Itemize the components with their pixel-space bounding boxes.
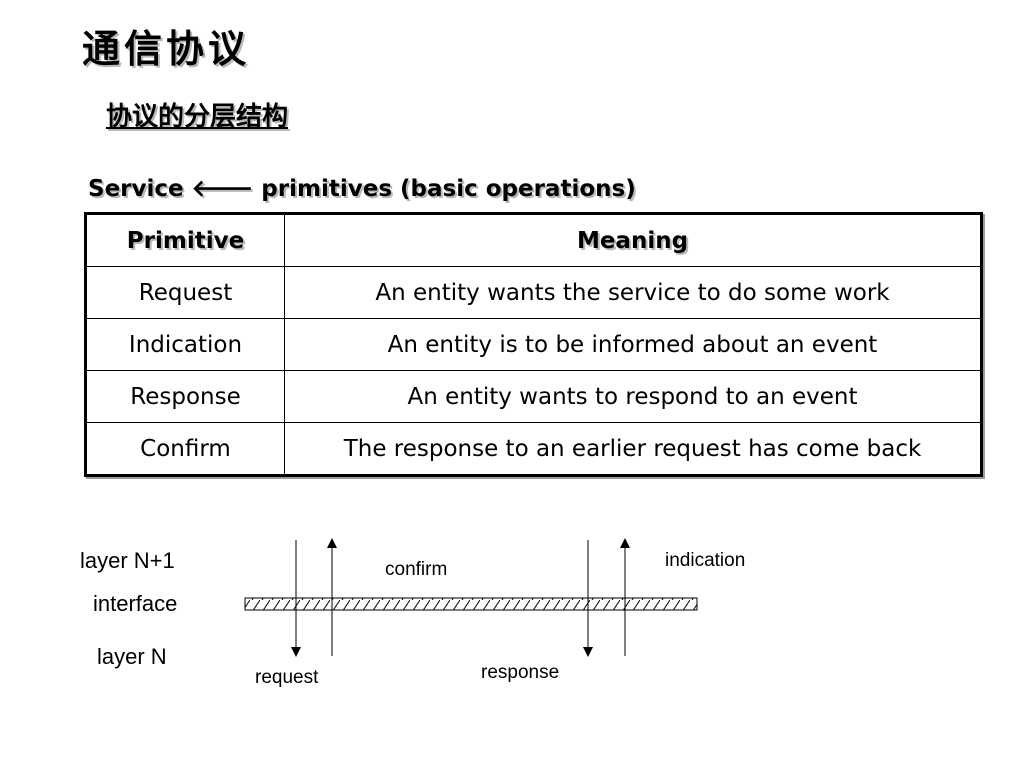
table-row: Response An entity wants to respond to a… — [85, 370, 982, 423]
indication-arrow — [620, 538, 630, 656]
primitive-cell: Indication — [85, 318, 285, 371]
confirm-arrow — [327, 538, 337, 656]
primitive-cell: Confirm — [85, 422, 285, 476]
primitives-table: Primitive Meaning Request An entity want… — [84, 212, 983, 477]
header-meaning: Meaning — [284, 213, 982, 267]
layer-lower-label: layer N — [97, 644, 167, 669]
layer-upper-label: layer N+1 — [80, 548, 175, 573]
primitive-cell: Request — [85, 266, 285, 319]
meaning-cell: The response to an earlier request has c… — [284, 422, 982, 476]
response-label: response — [481, 662, 559, 683]
indication-label: indication — [665, 550, 745, 571]
interface-bar — [244, 597, 698, 611]
meaning-cell: An entity wants the service to do some w… — [284, 266, 982, 319]
response-arrow — [583, 540, 593, 657]
table-caption: Service 🡐 primitives (basic operations) — [88, 176, 636, 202]
slide-subtitle: 协议的分层结构 — [106, 102, 289, 132]
slide-title: 通信协议 — [82, 26, 251, 71]
table-row: Confirm The response to an earlier reque… — [85, 422, 982, 476]
request-arrow — [291, 540, 301, 657]
table-row: Request An entity wants the service to d… — [85, 266, 982, 319]
confirm-label: confirm — [385, 559, 447, 580]
request-label: request — [255, 667, 319, 688]
primitive-cell: Response — [85, 370, 285, 423]
meaning-cell: An entity is to be informed about an eve… — [284, 318, 982, 371]
interface-label: interface — [93, 591, 177, 616]
meaning-cell: An entity wants to respond to an event — [284, 370, 982, 423]
table-row: Indication An entity is to be informed a… — [85, 318, 982, 371]
